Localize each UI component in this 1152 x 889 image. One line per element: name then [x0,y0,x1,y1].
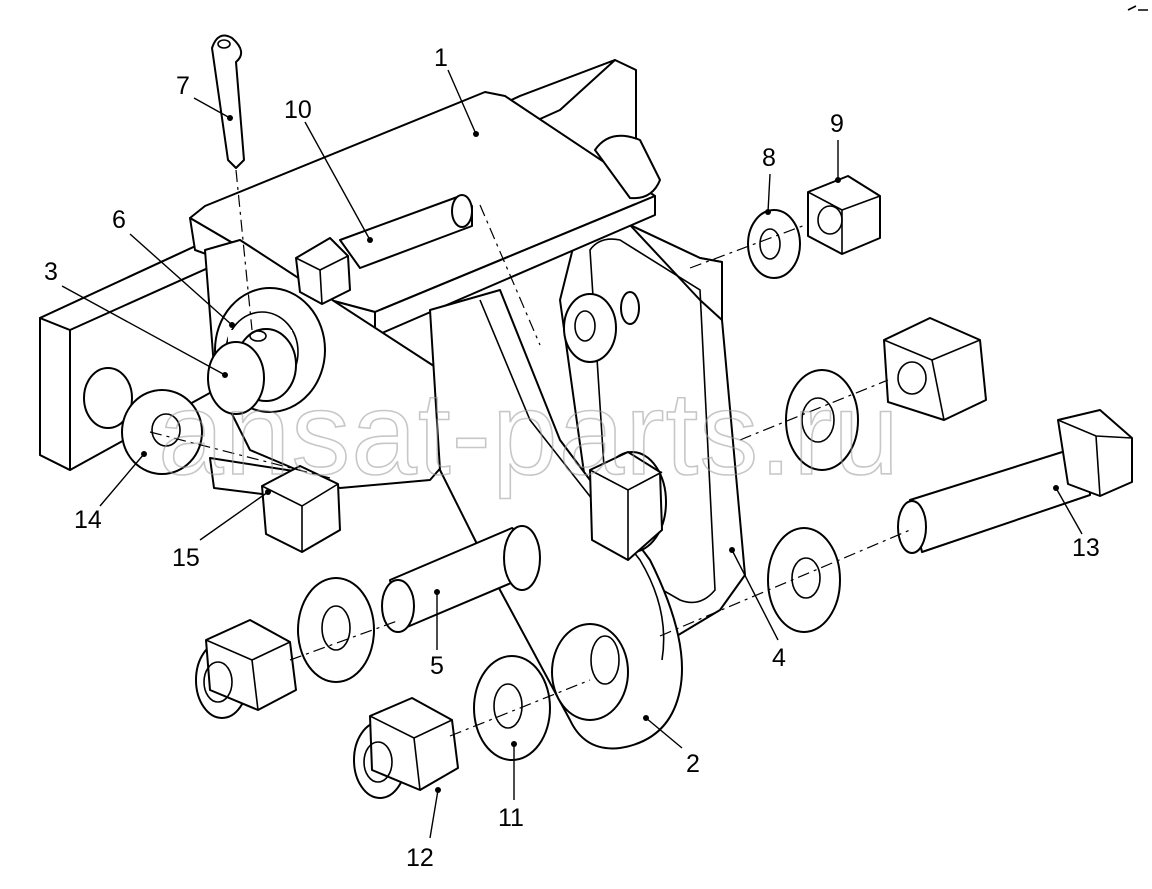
corner-mark-icon [1127,5,1148,11]
part-5-pin [381,525,541,633]
part-8-washer [747,209,801,279]
callout-11: 11 [498,804,524,832]
washer-rear [563,293,617,363]
callout-2: 2 [686,750,700,778]
watermark-text: ansat-parts.ru [158,368,900,500]
center-nut [589,451,667,561]
callout-labels: 1 2 3 4 5 6 7 8 9 10 11 12 13 14 15 [44,44,1100,872]
nut-left-lower [195,619,297,719]
callout-13: 13 [1072,534,1100,562]
large-nut-right [785,317,987,471]
callout-6: 6 [112,206,126,234]
callout-1: 1 [434,44,448,72]
callout-15: 15 [172,544,200,572]
callout-4: 4 [772,644,786,672]
callout-14: 14 [74,506,102,534]
callout-5: 5 [430,652,444,680]
part-13-bolt [897,409,1133,554]
callout-9: 9 [830,110,844,138]
part-10-bolt [295,194,473,305]
callout-10: 10 [284,96,312,124]
part-12-nut [353,697,459,799]
washer-right-lower [767,527,841,633]
part-2-arm [429,289,683,750]
part-15-bolt [209,457,341,553]
part-9-nut [807,175,881,255]
leader-lines [61,69,1083,839]
part-11-washer [473,655,551,761]
callout-7: 7 [176,72,190,100]
part-7-cotter-pin [211,34,253,331]
callout-8: 8 [762,144,776,172]
washer-left-lower [297,577,375,683]
callout-3: 3 [44,258,58,286]
callout-12: 12 [406,844,434,872]
part-3-pin [207,328,297,415]
